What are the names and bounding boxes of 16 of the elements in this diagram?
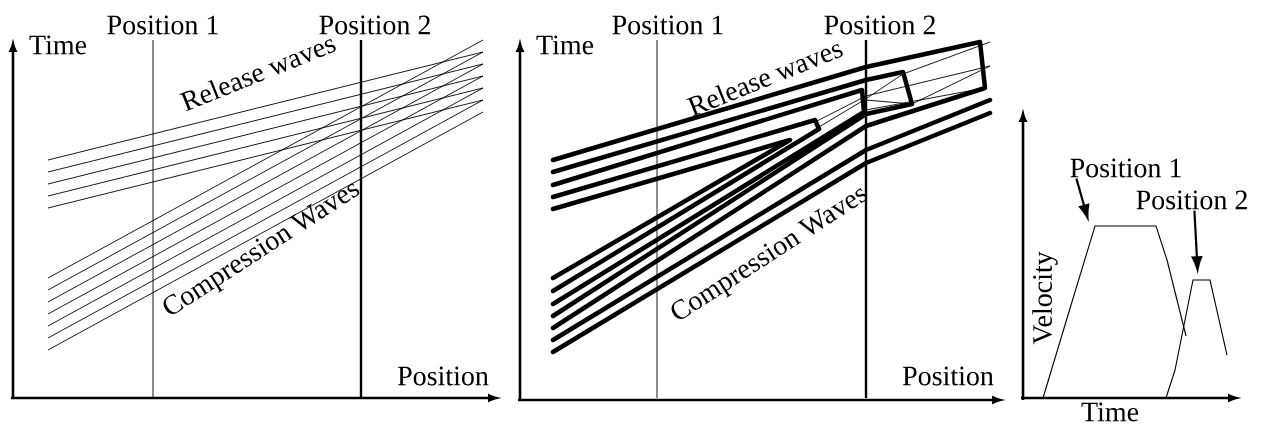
axis-label: Position bbox=[397, 366, 489, 386]
axis-label: Position 1 bbox=[612, 15, 723, 35]
axis-label: Velocity bbox=[1032, 251, 1058, 345]
axis-label: Time bbox=[536, 35, 594, 55]
leader-arrow bbox=[1191, 210, 1203, 271]
velocity-curve bbox=[1165, 279, 1228, 399]
axis-label: Time bbox=[29, 35, 87, 55]
callout-label: Position 1 bbox=[1070, 158, 1181, 178]
axis-label: Position bbox=[902, 366, 994, 386]
axis-label: Position 2 bbox=[824, 15, 935, 35]
axis-label: Time bbox=[1081, 402, 1139, 422]
callout-label: Position 2 bbox=[1136, 190, 1247, 210]
axis-label: Position 2 bbox=[319, 15, 430, 35]
axis-label: Release waves bbox=[179, 39, 336, 112]
axis-label: Release waves bbox=[686, 44, 843, 117]
axis-label: Position 1 bbox=[107, 15, 218, 35]
